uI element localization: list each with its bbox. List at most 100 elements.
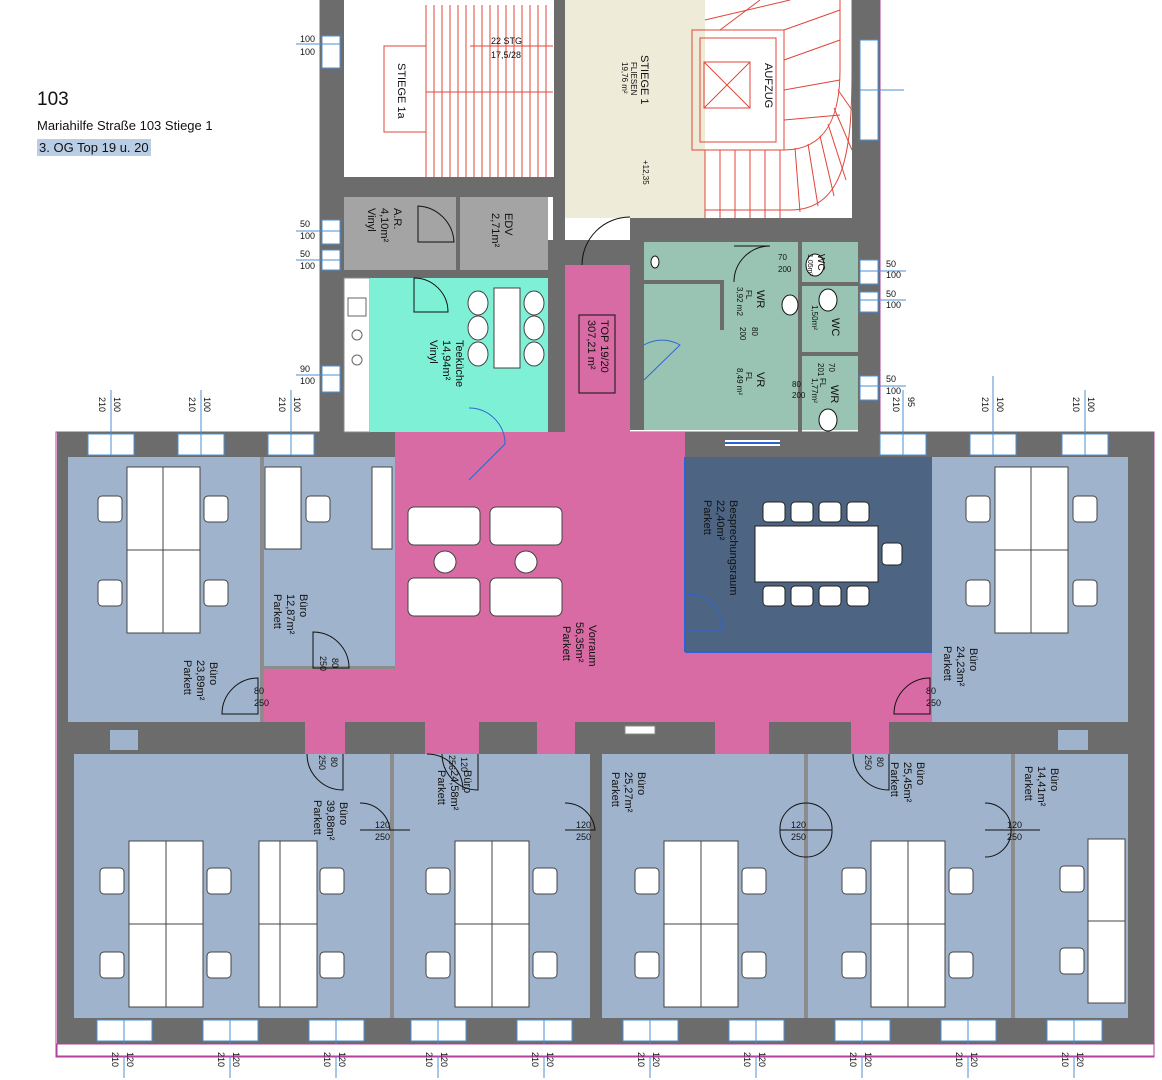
svg-text:120: 120	[545, 1052, 555, 1067]
office-s1-area: 39,88m²	[324, 800, 336, 841]
dim-250-d6: 250	[791, 832, 806, 842]
wr2-floor: FL	[818, 378, 827, 388]
svg-text:210: 210	[636, 1052, 646, 1067]
wc2-area: 1,50m²	[810, 305, 819, 330]
edv-name: EDV	[502, 213, 514, 236]
stiege1-floor: FLIESEN	[629, 62, 638, 96]
dim-256-door2: 256	[447, 755, 457, 770]
wr2-area: 1,77m²	[810, 378, 819, 403]
office-s2-area: 24,58m²	[448, 770, 460, 811]
south-offices: Büro 39,88m² Parkett Büro 24,58m² Parket…	[74, 725, 1128, 1018]
dim-120-d7: 120	[1007, 820, 1022, 830]
dim-80-ne: 80	[926, 686, 936, 696]
office-small-floor: Parkett	[271, 594, 283, 629]
edv-area: 2,71m²	[489, 213, 501, 248]
svg-text:210: 210	[322, 1052, 332, 1067]
dim-200-a: 200	[778, 265, 792, 274]
meeting-floor: Parkett	[701, 500, 713, 535]
ar-name: A.R.	[391, 208, 403, 229]
svg-text:100: 100	[300, 47, 315, 57]
svg-text:100: 100	[886, 300, 901, 310]
dim-250-small: 250	[318, 656, 328, 671]
svg-text:120: 120	[1075, 1052, 1085, 1067]
wc1-area: 1,05m²	[806, 254, 813, 276]
stiege1-ratio: 17,5/28	[491, 50, 521, 60]
svg-text:210: 210	[97, 397, 107, 412]
svg-text:100: 100	[995, 397, 1005, 412]
wc1-name: WC	[815, 254, 826, 271]
foyer	[262, 265, 932, 754]
svg-text:210: 210	[110, 1052, 120, 1067]
dim-250-nw: 250	[254, 698, 269, 708]
dim-70-a: 70	[778, 253, 787, 262]
svg-text:100: 100	[886, 270, 901, 280]
wr1-floor: FL	[744, 290, 753, 300]
office-ne: Büro 24,23m² Parkett 80 250	[893, 457, 1128, 722]
svg-text:210: 210	[891, 397, 901, 412]
svg-text:100: 100	[112, 397, 122, 412]
meeting-area: 22,40m²	[714, 500, 726, 541]
office-s4-name: Büro	[914, 762, 926, 785]
svg-text:95: 95	[906, 397, 916, 407]
office-nw: Büro 23,89m² Parkett Büro 12,87m² Parket…	[68, 457, 395, 722]
office-ne-floor: Parkett	[941, 646, 953, 681]
vorraum-floor: Parkett	[560, 626, 572, 661]
svg-text:100: 100	[300, 231, 315, 241]
svg-text:50: 50	[300, 219, 310, 229]
vorraum-name: Vorraum	[586, 625, 598, 667]
meeting-name: Besprechungsraum	[727, 500, 739, 595]
dim-120-door2: 120	[459, 757, 469, 772]
dim-250-d7: 250	[1007, 832, 1022, 842]
svg-text:50: 50	[886, 374, 896, 384]
svg-text:210: 210	[187, 397, 197, 412]
office-s1-floor: Parkett	[311, 800, 323, 835]
dim-250-door3: 250	[863, 755, 873, 770]
svg-text:120: 120	[757, 1052, 767, 1067]
vr-area: 8,49 m²	[735, 368, 744, 395]
stiege1-area: 19,76 m²	[620, 62, 629, 94]
office-ne-area: 24,23m²	[954, 646, 966, 687]
svg-text:100: 100	[300, 376, 315, 386]
wc-area: WR FL 3,92 m2 VR FL 8,49 m² WC 1,05m² WC…	[643, 242, 858, 432]
office-s1-name: Büro	[337, 802, 349, 825]
stiege1-steps: 22 STG	[491, 36, 522, 46]
wr2-name: WR	[828, 385, 840, 403]
stiege1a-name: STIEGE 1a	[395, 63, 407, 120]
top-area: 307,21 m²	[585, 320, 597, 370]
svg-text:100: 100	[886, 386, 901, 396]
svg-text:100: 100	[202, 397, 212, 412]
ar-area: 4,10m²	[378, 208, 390, 243]
svg-text:90: 90	[300, 364, 310, 374]
dim-201-d: 201	[816, 363, 825, 377]
storage-rooms: A.R. 4,10m² Vinyl EDV 2,71m²	[344, 197, 548, 270]
kitchen-area: 14,94m²	[440, 340, 452, 381]
office-s2-name: Büro	[461, 770, 473, 793]
wr1-name: WR	[754, 290, 766, 308]
office-s3-area: 25,27m²	[622, 772, 634, 813]
office-nw-floor: Parkett	[181, 660, 193, 695]
svg-text:210: 210	[530, 1052, 540, 1067]
stairwell: STIEGE 1a 22 STG 17,5/28 STIEGE 1 FLIESE…	[344, 0, 858, 218]
svg-text:50: 50	[886, 289, 896, 299]
svg-text:210: 210	[954, 1052, 964, 1067]
lounge	[407, 506, 563, 617]
svg-text:100: 100	[1086, 397, 1096, 412]
vr-name: VR	[754, 372, 766, 387]
svg-text:210: 210	[1060, 1052, 1070, 1067]
svg-text:120: 120	[651, 1052, 661, 1067]
svg-text:100: 100	[300, 261, 315, 271]
dim-80-small: 80	[330, 658, 340, 668]
wr1-area: 3,92 m2	[735, 287, 744, 316]
address-label: Mariahilfe Straße 103 Stiege 1	[37, 118, 213, 133]
kitchen: Teeküche 14,94m² Vinyl	[343, 277, 548, 433]
dim-250-d4: 250	[375, 832, 390, 842]
svg-text:120: 120	[969, 1052, 979, 1067]
dim-80-b: 80	[750, 327, 759, 336]
office-s4-floor: Parkett	[888, 762, 900, 797]
dim-80-door3: 80	[875, 757, 885, 767]
dim-250-ne: 250	[926, 698, 941, 708]
office-ne-name: Büro	[967, 648, 979, 671]
dim-200-b: 200	[738, 327, 747, 341]
svg-text:120: 120	[337, 1052, 347, 1067]
